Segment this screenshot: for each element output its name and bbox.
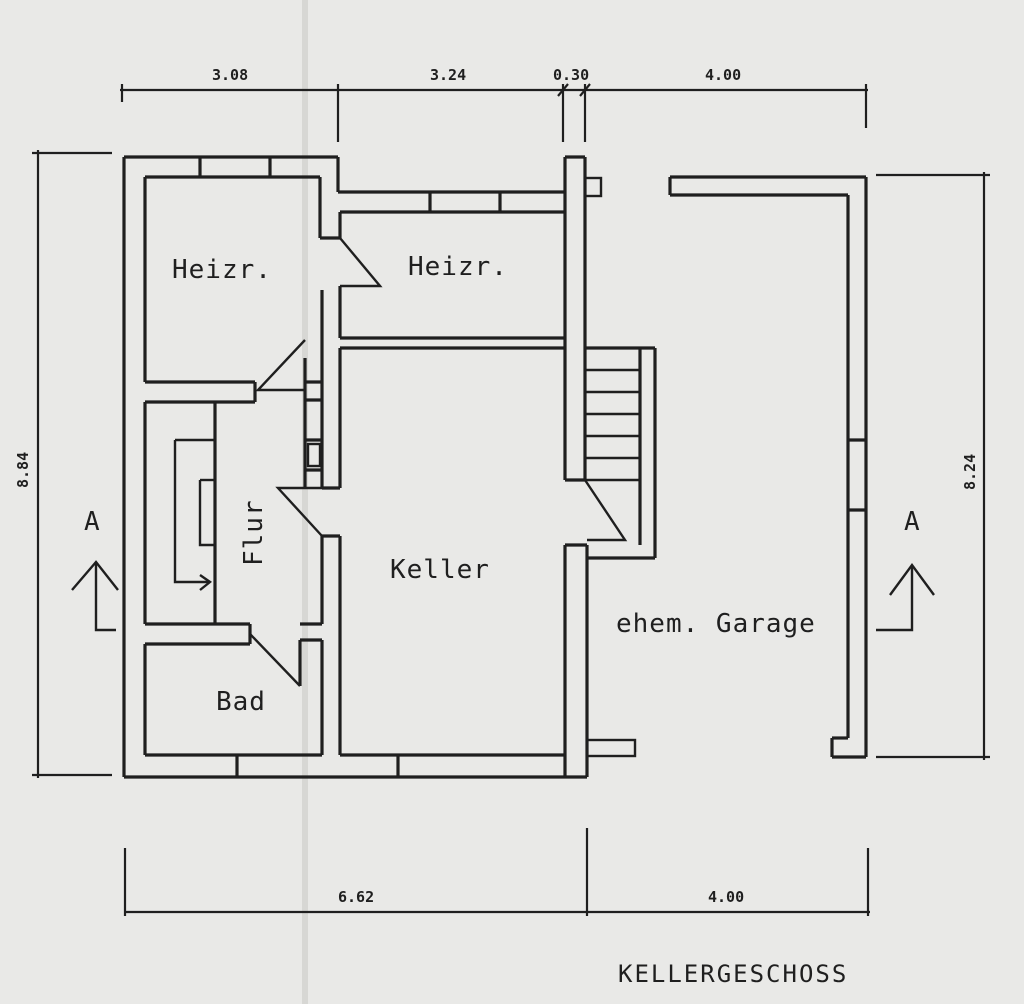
section-marker-right: A [876,507,935,632]
room-label-bad: Bad [216,687,266,717]
dim-top-3: 0.30 [553,66,589,84]
room-label-garage: ehem. Garage [616,609,816,639]
dim-bottom-2: 4.00 [708,888,744,906]
top-dimension-chain: 3.08 3.24 0.30 4.00 [120,66,868,142]
house-walls [122,155,637,779]
room-label-heizr-right: Heizr. [408,252,508,282]
dim-right-height: 8.24 [961,454,979,490]
plan-title: KELLERGESCHOSS [618,960,848,988]
door-swings [249,237,628,687]
section-label-right: A [904,507,921,537]
dim-top-1: 3.08 [212,66,248,84]
room-label-heizr-left: Heizr. [172,255,272,285]
dim-bottom-1: 6.62 [338,888,374,906]
left-height-dimension: 8.84 [14,150,112,778]
stairs [585,346,657,560]
section-marker-left: A [71,507,119,632]
right-height-dimension: 8.24 [876,172,990,760]
section-label-left: A [84,507,101,537]
room-label-keller: Keller [390,555,490,585]
room-label-flur: Flur [239,499,269,566]
bottom-dimension-chain: 6.62 4.00 [123,828,870,916]
dim-top-2: 3.24 [430,66,466,84]
dim-top-4: 4.00 [705,66,741,84]
dim-left-height: 8.84 [14,452,32,488]
garage-walls [668,175,868,759]
